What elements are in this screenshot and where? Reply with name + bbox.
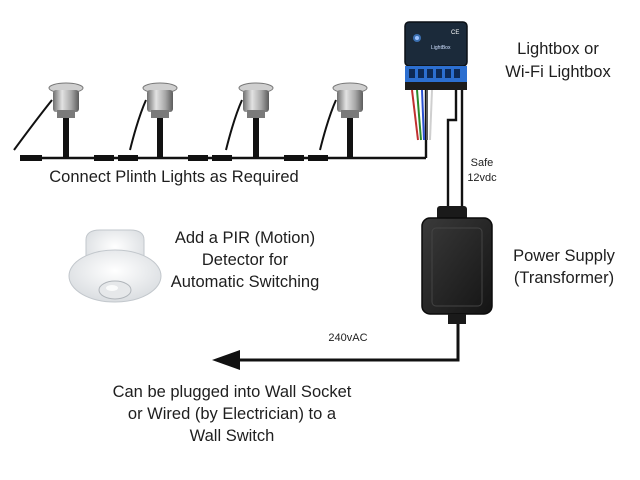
plinth-light-2 [129,82,178,158]
pir-label-line: Automatic Switching [170,273,320,291]
ce-mark: CE [451,30,459,36]
lightbox-wires [411,89,433,141]
pir-label-line: Detector for [201,251,289,269]
power-supply [421,206,493,324]
safe-voltage-line: Safe [470,157,494,169]
lightbox-label-line: Wi-Fi Lightbox [505,63,611,81]
arrow-left-icon [212,350,240,370]
power-supply-label: Power Supply (Transformer) [494,245,634,289]
wall-socket-label-line: Can be plugged into Wall Socket [112,383,352,401]
safe-voltage-line: 12vdc [467,172,497,184]
plinth-light-3 [225,82,274,158]
power-supply-label-line: Power Supply [513,247,615,265]
wall-socket-label-line: Wall Switch [189,427,275,445]
plinth-light-4 [319,82,368,158]
wall-socket-label-line: or Wired (by Electrician) to a [127,405,337,423]
lightbox-label: Lightbox or Wi-Fi Lightbox [488,38,628,84]
pir-label-line: Add a PIR (Motion) [174,229,316,247]
plinth-lights-label: Connect Plinth Lights as Required [49,168,299,186]
mains-voltage-label: 240vAC [328,332,368,344]
lightbox-brand-marking: LightBox [431,45,451,51]
safe-voltage-label: Safe 12vdc [452,156,512,186]
mains-cable [236,324,460,362]
plinth-light-1 [13,82,84,158]
power-supply-label-line: (Transformer) [513,269,615,287]
lightbox-controller: LightBox CE [404,21,468,90]
lightbox-label-line: Lightbox or [517,40,599,58]
plinth-bus-cable [20,155,426,161]
wall-socket-label: Can be plugged into Wall Socket or Wired… [92,381,372,447]
safe-12vdc-cable [446,90,464,212]
pir-sensor-icon [68,229,162,303]
pir-label: Add a PIR (Motion) Detector for Automati… [150,227,340,293]
